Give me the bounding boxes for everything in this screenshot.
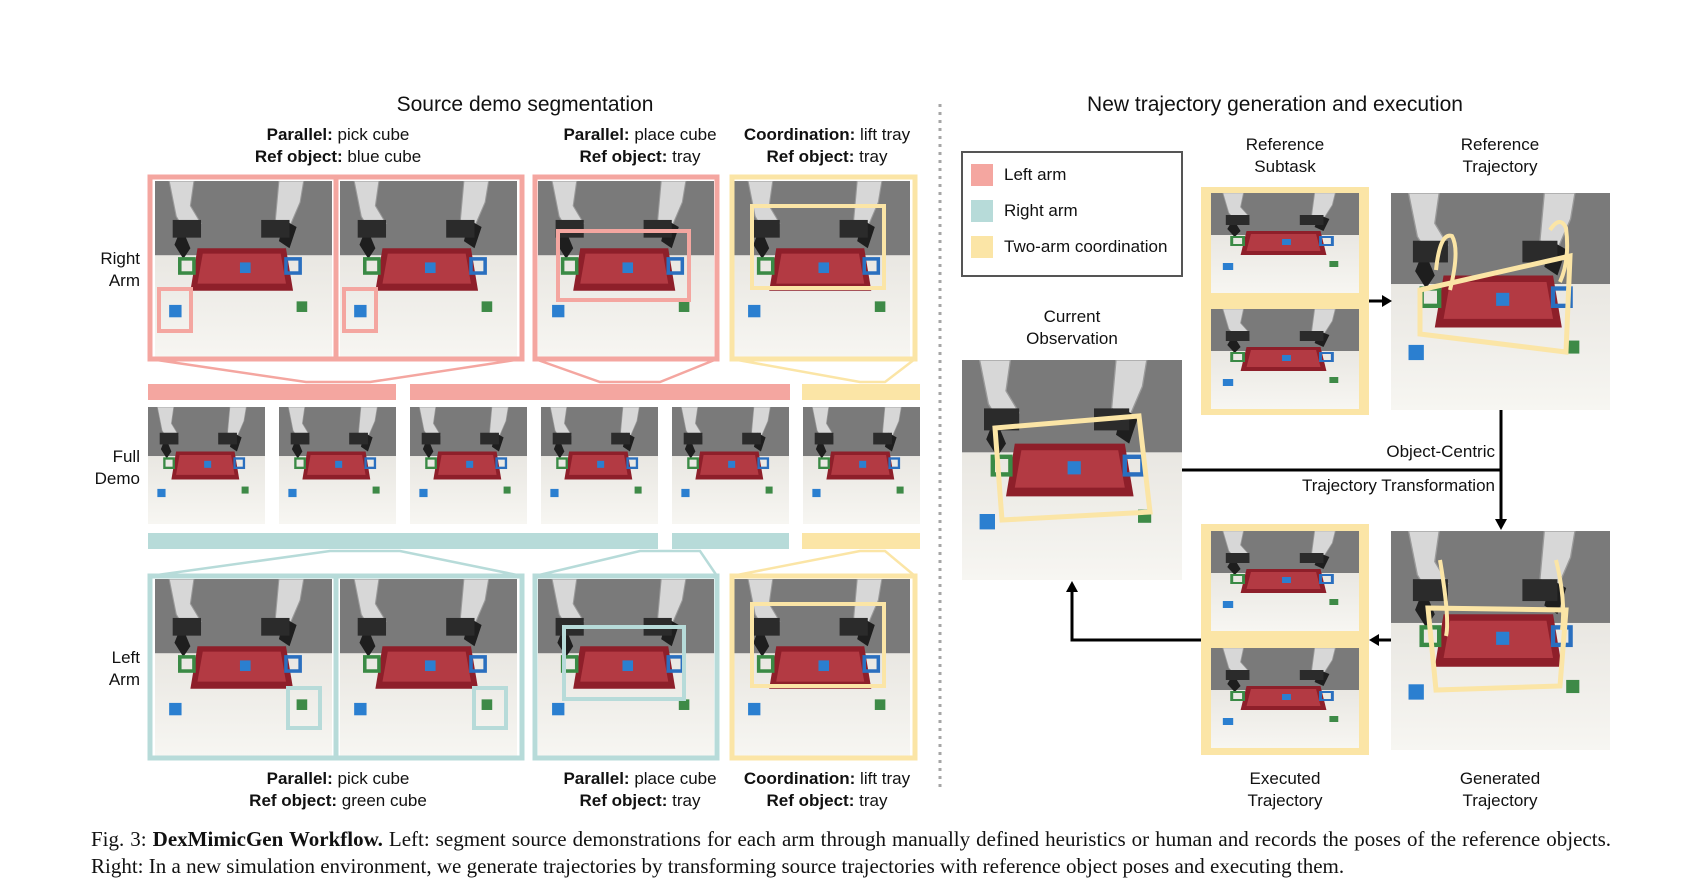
legend-item-right-arm: Right arm <box>963 193 1181 229</box>
label-transform-2: Trajectory Transformation <box>1301 476 1495 495</box>
caption-text: Left: segment source demonstrations for … <box>91 827 1611 878</box>
bottom-caption-1: Parallel: pick cube Ref object: green cu… <box>249 769 427 810</box>
label-transform-1: Object-Centric <box>1386 442 1495 461</box>
caption-prefix: Fig. 3: <box>91 827 147 851</box>
top-caption-2: Parallel: place cube Ref object: tray <box>563 125 717 166</box>
legend: Left arm Right arm Two-arm coordination <box>961 151 1183 277</box>
legend-swatch-right-arm <box>971 200 993 222</box>
generation-diagram <box>962 187 1610 755</box>
bottom-caption-3: Coordination: lift tray Ref object: tray <box>743 769 911 810</box>
legend-item-coordination: Two-arm coordination <box>963 229 1181 265</box>
bottom-caption-2: Parallel: place cube Ref object: tray <box>563 769 717 810</box>
top-caption-1: Parallel: pick cube Ref object: blue cub… <box>254 125 422 166</box>
caption-bold: DexMimicGen Workflow. <box>152 827 383 851</box>
legend-swatch-left-arm <box>971 164 993 186</box>
top-caption-3: Coordination: lift tray Ref object: tray <box>743 125 911 166</box>
right-arm-row <box>147 174 918 384</box>
full-demo-row <box>148 407 920 524</box>
left-arm-row <box>147 549 918 761</box>
legend-item-left-arm: Left arm <box>963 157 1181 193</box>
right-panel-title: New trajectory generation and execution <box>1087 93 1463 116</box>
legend-swatch-coordination <box>971 236 993 258</box>
figure-caption: Fig. 3: DexMimicGen Workflow. Left: segm… <box>91 826 1611 896</box>
left-panel-title: Source demo segmentation <box>396 93 654 116</box>
